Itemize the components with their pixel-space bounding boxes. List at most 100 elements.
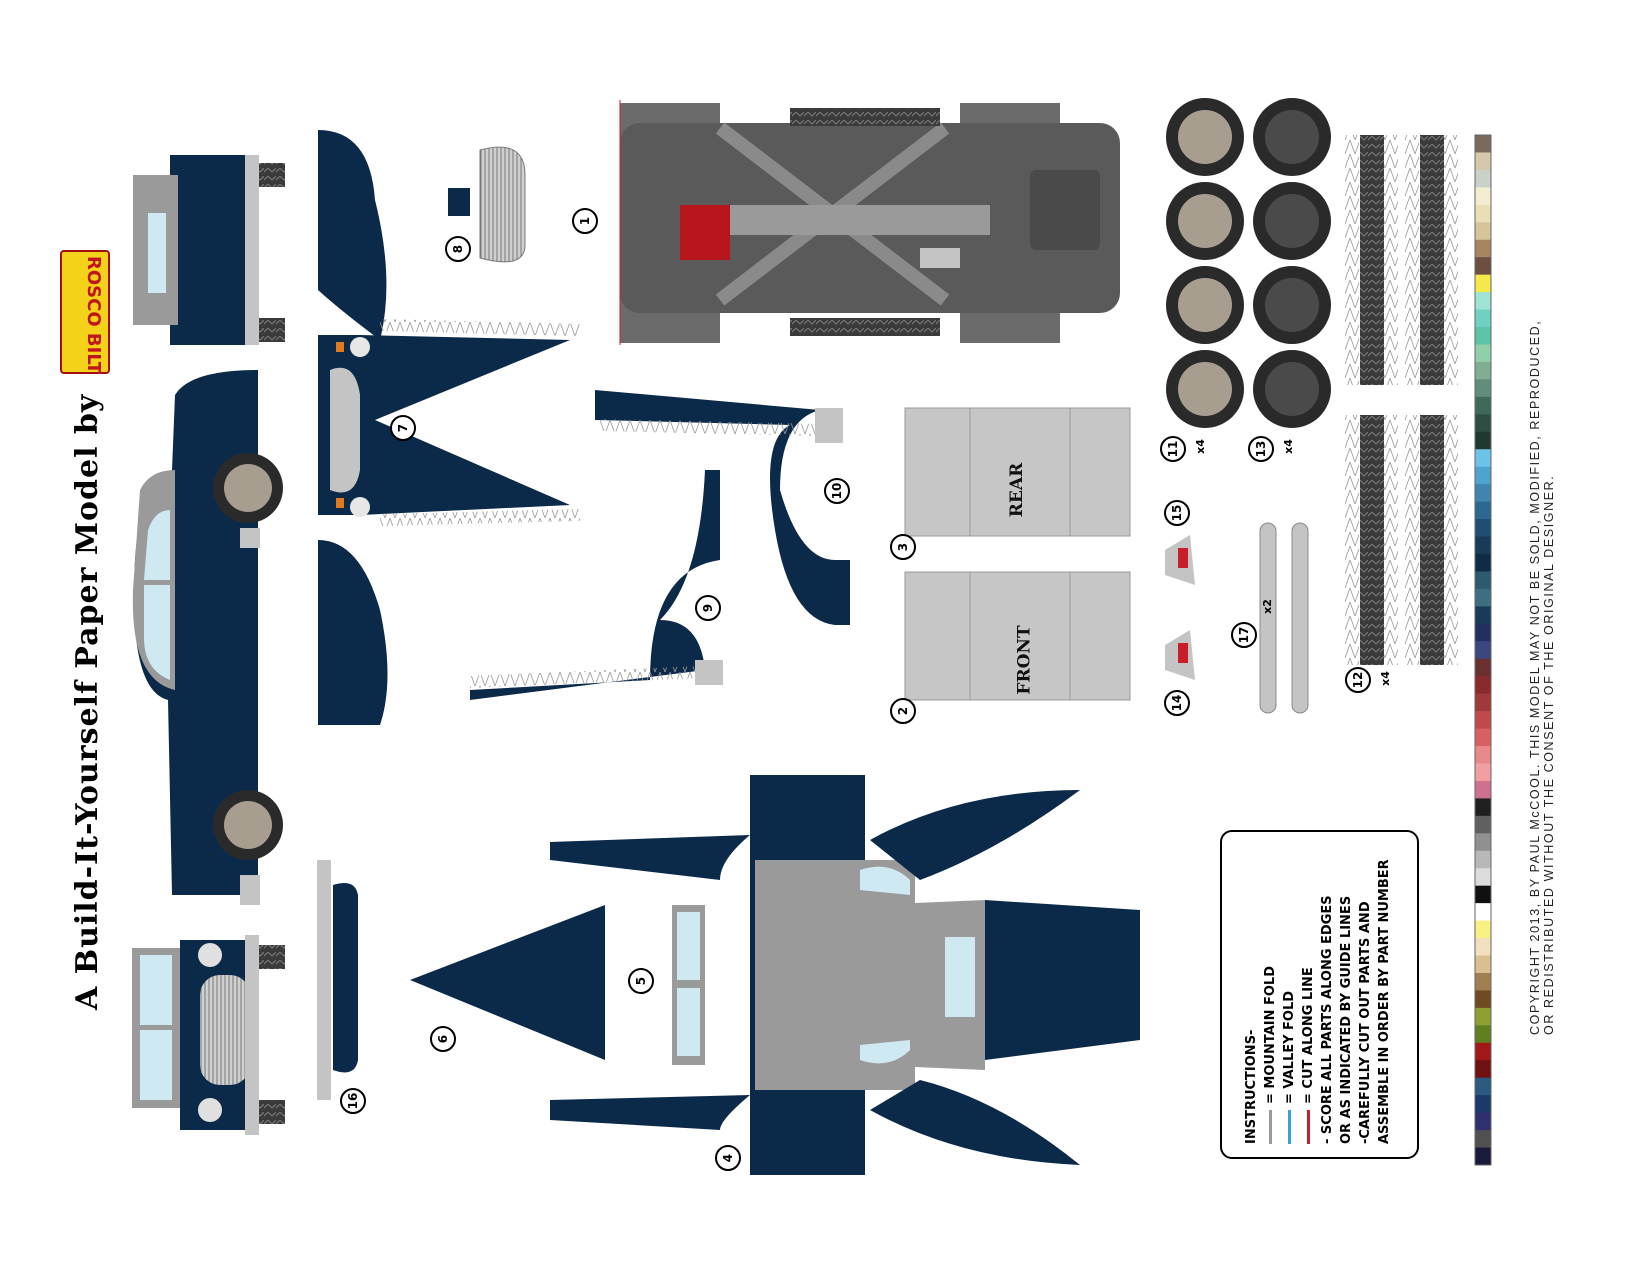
mountain-fold-label: = MOUNTAIN FOLD — [1263, 965, 1278, 1104]
part-number-6: 6 — [430, 1026, 456, 1052]
part-number-14: 14 — [1164, 690, 1190, 716]
color-swatch — [1475, 187, 1491, 206]
wheels-part-11 — [1166, 98, 1244, 428]
rear-view-part — [133, 155, 285, 345]
multiplier-11: x4 — [1193, 439, 1207, 454]
tire-treads-part-12 — [1345, 135, 1458, 665]
rosco-bilt-logo: ROSCO BILT — [60, 250, 110, 374]
chassis-part-1 — [619, 100, 1120, 345]
bumper-bars-part-17 — [1259, 522, 1309, 714]
color-swatch — [1475, 815, 1491, 834]
color-swatch — [1475, 327, 1491, 345]
main-body-part-4 — [550, 775, 1140, 1175]
color-swatch — [1475, 955, 1491, 974]
swatch-strip-border — [1474, 134, 1492, 1166]
color-swatch — [1475, 553, 1491, 572]
color-swatch — [1475, 885, 1491, 904]
cut-line-swatch — [1307, 1110, 1310, 1144]
color-swatch — [1475, 204, 1491, 223]
part-number-8: 8 — [445, 236, 471, 262]
color-swatch — [1475, 798, 1491, 817]
color-swatch — [1475, 763, 1491, 782]
color-swatch — [1475, 1112, 1491, 1131]
color-swatch — [1475, 1007, 1491, 1026]
color-swatch — [1475, 519, 1491, 538]
color-swatch — [1475, 728, 1491, 747]
color-swatch — [1475, 484, 1491, 503]
color-swatch — [1475, 1060, 1491, 1079]
part-number-1: 1 — [572, 208, 598, 234]
color-swatch — [1475, 920, 1491, 939]
color-swatch — [1475, 588, 1491, 607]
color-swatch — [1475, 938, 1491, 957]
color-swatch — [1475, 1130, 1491, 1149]
color-swatch — [1475, 414, 1491, 433]
tail-light-part-14 — [1165, 630, 1195, 680]
color-swatch — [1475, 746, 1491, 764]
color-swatch — [1475, 676, 1491, 695]
color-swatch — [1475, 711, 1491, 730]
color-swatch — [1475, 169, 1491, 188]
mountain-fold-line-swatch — [1269, 1110, 1272, 1144]
color-swatch — [1475, 274, 1491, 293]
color-swatch — [1475, 1095, 1491, 1114]
multiplier-13: x4 — [1281, 439, 1295, 454]
color-swatch — [1475, 623, 1491, 642]
part-number-17: 17 — [1231, 622, 1257, 648]
windshield-part-5 — [672, 905, 705, 1065]
legend-mountain-fold: = MOUNTAIN FOLD — [1261, 844, 1280, 1144]
valley-fold-label: = VALLEY FOLD — [1282, 990, 1297, 1104]
side-profile-part — [132, 370, 283, 905]
color-swatch — [1475, 641, 1491, 660]
part-number-13: 13 — [1248, 436, 1274, 462]
instructions-box: INSTRUCTIONS- = MOUNTAIN FOLD = VALLEY F… — [1220, 830, 1419, 1159]
color-swatch — [1475, 344, 1491, 363]
part-number-4: 4 — [715, 1145, 741, 1171]
part-number-9: 9 — [695, 595, 721, 621]
rear-fender-part-9 — [469, 470, 723, 700]
color-swatch — [1475, 868, 1491, 887]
color-swatch — [1475, 309, 1491, 328]
color-swatch — [1475, 1042, 1491, 1061]
color-swatch — [1475, 431, 1491, 450]
color-swatch — [1475, 135, 1491, 153]
instructions-heading: INSTRUCTIONS- — [1244, 1029, 1259, 1144]
instructions-content: INSTRUCTIONS- = MOUNTAIN FOLD = VALLEY F… — [1242, 844, 1394, 1144]
bed-panel-front-part-2 — [904, 571, 1131, 701]
color-swatch — [1475, 536, 1491, 555]
color-swatch — [1475, 990, 1491, 1009]
multiplier-17: x2 — [1260, 599, 1274, 614]
fender-assembly-part-7 — [318, 130, 581, 725]
color-swatch — [1475, 501, 1491, 520]
color-swatch — [1475, 292, 1491, 311]
color-swatch — [1475, 1077, 1491, 1096]
part-number-7: 7 — [390, 415, 416, 441]
legend-cut-line: = CUT ALONG LINE — [1299, 844, 1318, 1144]
rear-fender-part-10 — [595, 390, 850, 625]
color-swatch — [1475, 571, 1491, 590]
color-swatch — [1475, 972, 1491, 991]
color-swatch — [1475, 361, 1491, 380]
color-swatch — [1475, 833, 1491, 852]
color-swatch — [1475, 396, 1491, 415]
color-swatch — [1475, 606, 1491, 625]
color-swatch — [1475, 780, 1491, 799]
part-number-10: 10 — [824, 478, 850, 504]
bed-panel-rear-part-3 — [904, 407, 1131, 537]
color-swatch — [1475, 658, 1491, 677]
color-swatch — [1475, 1025, 1491, 1044]
color-swatch — [1475, 379, 1491, 398]
color-swatch — [1475, 449, 1491, 468]
color-swatch — [1475, 152, 1491, 171]
color-swatch-strip — [1474, 134, 1492, 1166]
color-swatch — [1475, 239, 1491, 258]
instruction-cut-1: -CAREFULLY CUT OUT PARTS AND — [1358, 901, 1373, 1144]
grille-part-8 — [448, 146, 526, 263]
bed-panel-front-label: FRONT — [1014, 625, 1035, 695]
hood-part-6 — [410, 905, 605, 1060]
part-number-3: 3 — [890, 534, 916, 560]
color-swatch — [1475, 903, 1491, 922]
part-number-2: 2 — [890, 698, 916, 724]
